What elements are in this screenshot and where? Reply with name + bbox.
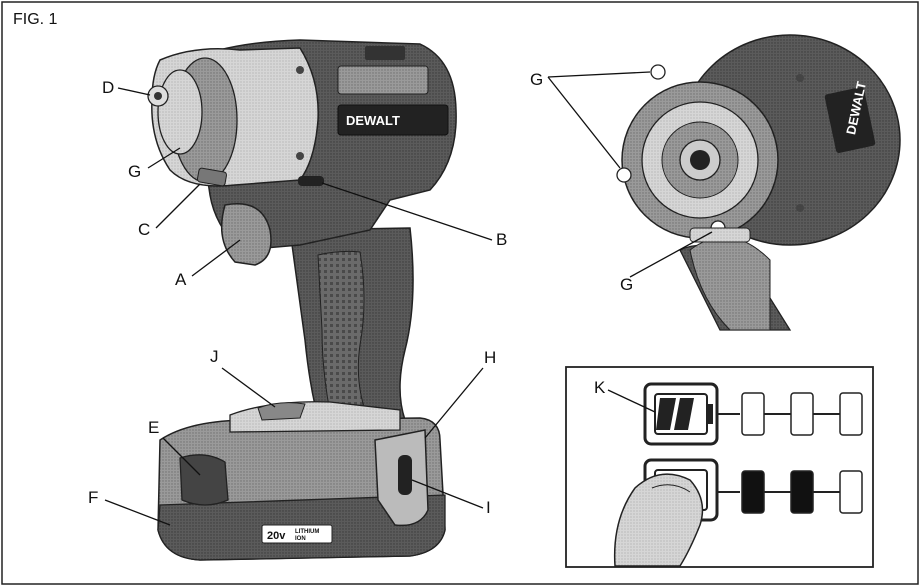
brand-name: DEWALT: [346, 113, 400, 128]
gauge-segments-top: [741, 392, 863, 436]
callout-E: E: [148, 418, 159, 437]
gauge-bottom-segment-2: [790, 470, 814, 514]
figure-label: FIG. 1: [13, 11, 58, 28]
led-ring-light-left: [616, 167, 632, 183]
callout-H: H: [484, 348, 496, 367]
svg-text:LITHIUM: LITHIUM: [295, 529, 319, 535]
callout-D: D: [102, 78, 114, 97]
gauge-segments-bottom: [741, 470, 863, 514]
inset-frame: [565, 366, 874, 568]
voltage-badge: [261, 524, 333, 544]
tool-side-view: DEWALT 20v LITHIUM ION: [147, 39, 457, 561]
callout-C: C: [138, 220, 150, 239]
callouts: D G C A B J H E F I G G K: [88, 70, 713, 526]
callout-B: B: [496, 230, 507, 249]
svg-text:ION: ION: [295, 536, 306, 542]
callout-J: J: [210, 347, 219, 366]
gauge-bottom-segment-1: [741, 470, 765, 514]
gauge-bottom-segment-3: [839, 470, 863, 514]
handle-grip-overmold: [317, 250, 366, 413]
forward-reverse-button: [196, 167, 228, 187]
belt-hook-screw: [398, 455, 412, 495]
gauge-top-segment-2: [790, 392, 814, 436]
callout-K: K: [594, 378, 606, 397]
work-light: [298, 176, 324, 186]
gauge-top-segment-3: [839, 392, 863, 436]
callout-A: A: [175, 270, 187, 289]
callout-G-left: G: [128, 162, 141, 181]
callout-F: F: [88, 488, 98, 507]
fuel-gauge-inset: [565, 366, 874, 568]
svg-text:20v: 20v: [267, 530, 286, 542]
brand-plate: [337, 104, 449, 136]
callout-I: I: [486, 498, 491, 517]
gauge-top-segment-1: [741, 392, 765, 436]
callout-G-bottom: G: [620, 275, 633, 294]
thumb-pressing: [613, 473, 704, 567]
led-ring-light-top: [650, 64, 666, 80]
battery-fuel-gauge-button: [257, 402, 306, 421]
chuck-front: [157, 69, 203, 155]
tool-front-view: DEWALT: [616, 34, 901, 331]
callout-G-top: G: [530, 70, 543, 89]
variable-speed-trigger: [220, 203, 272, 266]
